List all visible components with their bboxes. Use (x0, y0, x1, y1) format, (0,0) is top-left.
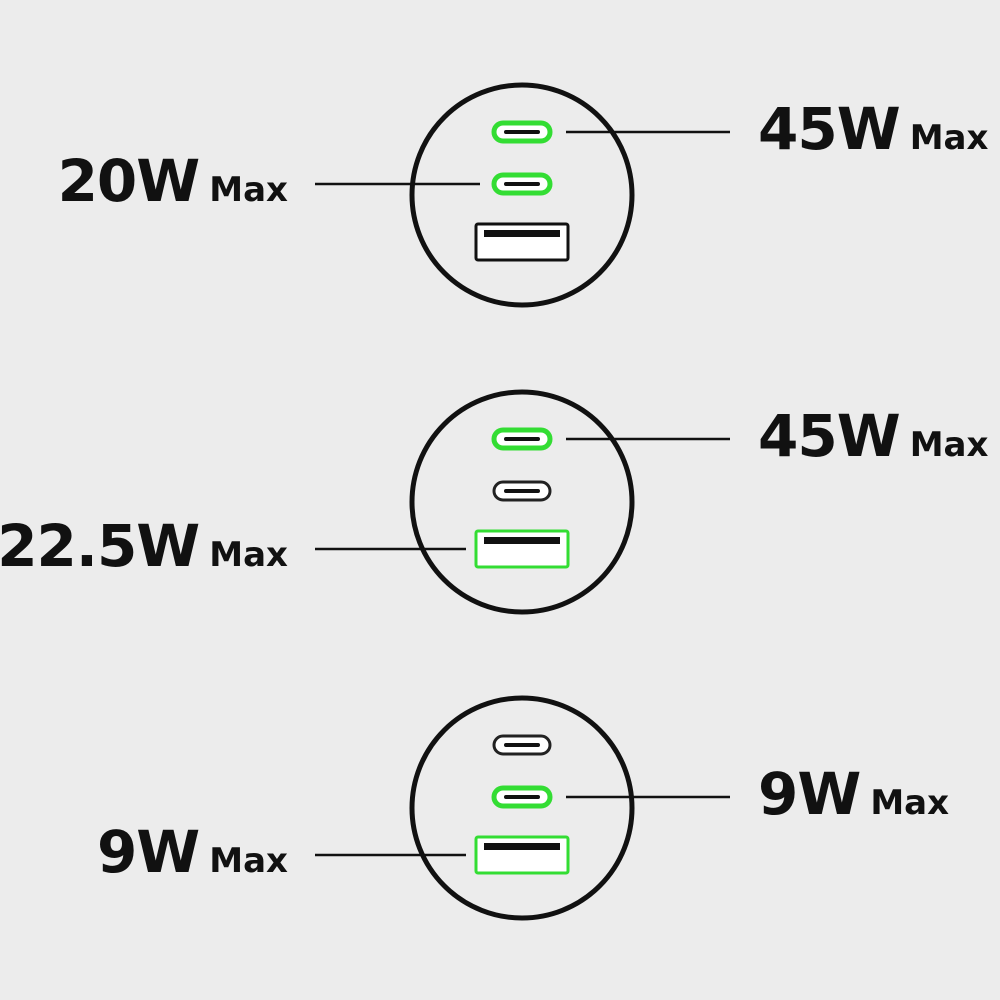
max-suffix: Max (909, 425, 989, 465)
max-suffix: Max (909, 118, 989, 158)
usb-a-port-icon (474, 222, 570, 262)
usb-c-port-contact (504, 437, 540, 441)
usb-a-port-contact (484, 537, 560, 544)
usb-c-port-contact (504, 130, 540, 134)
max-suffix: Max (209, 535, 288, 575)
usb-a-port-contact (484, 843, 560, 850)
usb-a-port-contact (484, 230, 560, 237)
charger-face-circle (409, 695, 635, 921)
charger-face-circle (409, 389, 635, 615)
usb-c-port-contact (504, 795, 540, 799)
usb-c-port-contact (504, 182, 540, 186)
usb-a-port-icon (474, 529, 570, 569)
usb-c-port-contact (504, 489, 540, 493)
charger-face-circle (409, 82, 635, 308)
wattage-value: 9W (96, 818, 200, 886)
max-suffix: Max (209, 170, 288, 210)
usb-a-port-icon (474, 835, 570, 875)
wattage-value: 9W (758, 760, 861, 828)
max-suffix: Max (209, 841, 288, 881)
wattage-value: 45W (758, 402, 901, 470)
usb-c-port-contact (504, 743, 540, 747)
wattage-value: 20W (57, 147, 201, 215)
wattage-value: 22.5W (0, 512, 200, 580)
max-suffix: Max (870, 783, 950, 823)
wattage-value: 45W (758, 95, 901, 163)
